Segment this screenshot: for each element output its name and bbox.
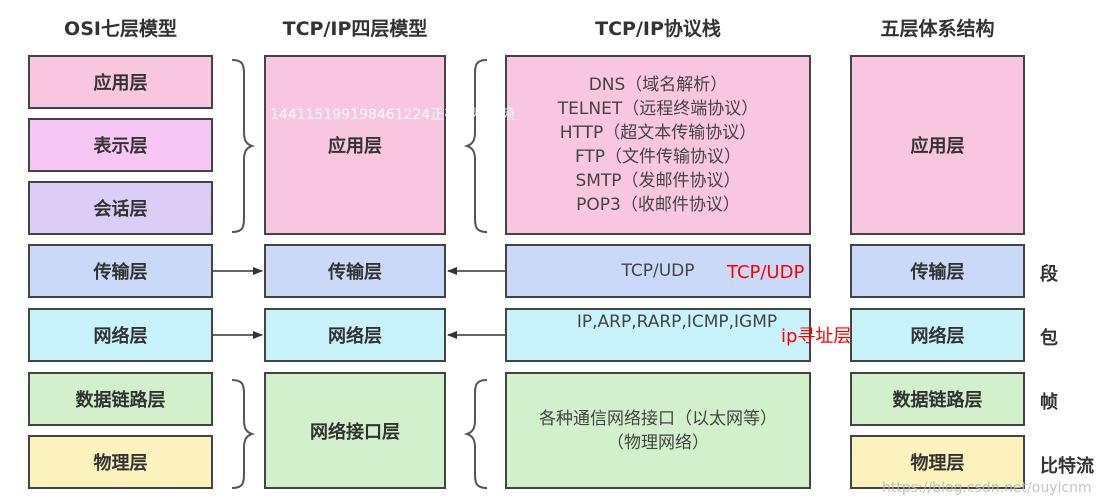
- pdu-frame-label: 帧: [1040, 392, 1058, 413]
- tcpip4-network-layer: 网络层: [264, 308, 446, 362]
- stack-interface-line2: （物理网络）: [607, 432, 709, 453]
- osi-header: OSI七层模型: [64, 18, 177, 40]
- pdu-packet-label: 包: [1040, 328, 1058, 349]
- tcpip4-header: TCP/IP四层模型: [282, 18, 428, 40]
- ip-layer-annotation: ip寻址层: [781, 326, 852, 347]
- tcpip4-net-interface-layer: 网络接口层: [264, 372, 446, 489]
- pdu-segment-label: 段: [1040, 264, 1058, 285]
- protocol-smtp: SMTP（发邮件协议）: [575, 171, 741, 191]
- stack-transport-text: TCP/UDP: [621, 261, 695, 281]
- osi-transport-layer: 传输层: [28, 244, 213, 298]
- five-layer-header: 五层体系结构: [880, 18, 995, 40]
- stack-network-protocols: IP,ARP,RARP,ICMP,IGMP: [505, 308, 811, 362]
- brace-stack-upper-icon: [463, 59, 488, 233]
- viewer-count-watermark: 1441151991984612​24正在观看视频: [270, 107, 515, 123]
- stack-header: TCP/IP协议栈: [595, 18, 721, 40]
- five-physical-layer: 物理层: [850, 435, 1025, 489]
- osi-network-layer: 网络层: [28, 308, 213, 362]
- five-transport-layer: 传输层: [850, 244, 1025, 298]
- stack-interface-protocols: 各种通信网络接口（以太网等） （物理网络）: [505, 372, 811, 489]
- tcpip4-transport-layer: 传输层: [264, 244, 446, 298]
- protocol-ftp: FTP（文件传输协议）: [574, 147, 742, 167]
- source-url-watermark: https://blog.csdn.net/ouyicnm: [882, 480, 1092, 496]
- osi-physical-layer: 物理层: [28, 435, 213, 489]
- stack-network-text: IP,ARP,RARP,ICMP,IGMP: [576, 312, 778, 332]
- brace-osi-upper-icon: [231, 59, 256, 233]
- protocol-http: HTTP（超文本传输协议）: [559, 123, 757, 143]
- five-network-layer: 网络层: [850, 308, 1025, 362]
- five-application-layer: 应用层: [850, 55, 1025, 235]
- tcpip4-application-layer: 应用层: [264, 55, 446, 235]
- protocol-pop3: POP3（收邮件协议）: [576, 195, 740, 215]
- stack-application-protocols: DNS（域名解析） TELNET（远程终端协议） HTTP（超文本传输协议） F…: [505, 55, 811, 235]
- stack-transport-protocols: TCP/UDP: [505, 244, 811, 298]
- brace-stack-lower-icon: [463, 379, 488, 489]
- brace-osi-lower-icon: [231, 379, 256, 489]
- five-datalink-layer: 数据链路层: [850, 372, 1025, 426]
- osi-presentation-layer: 表示层: [28, 118, 213, 172]
- osi-datalink-layer: 数据链路层: [28, 372, 213, 426]
- pdu-bitstream-label: 比特流: [1040, 456, 1094, 477]
- tcpudp-annotation: TCP/UDP: [727, 262, 805, 283]
- protocol-telnet: TELNET（远程终端协议）: [557, 99, 759, 119]
- protocol-dns: DNS（域名解析）: [588, 75, 728, 95]
- osi-application-layer: 应用层: [28, 55, 213, 109]
- stack-interface-line1: 各种通信网络接口（以太网等）: [539, 408, 777, 429]
- osi-session-layer: 会话层: [28, 181, 213, 235]
